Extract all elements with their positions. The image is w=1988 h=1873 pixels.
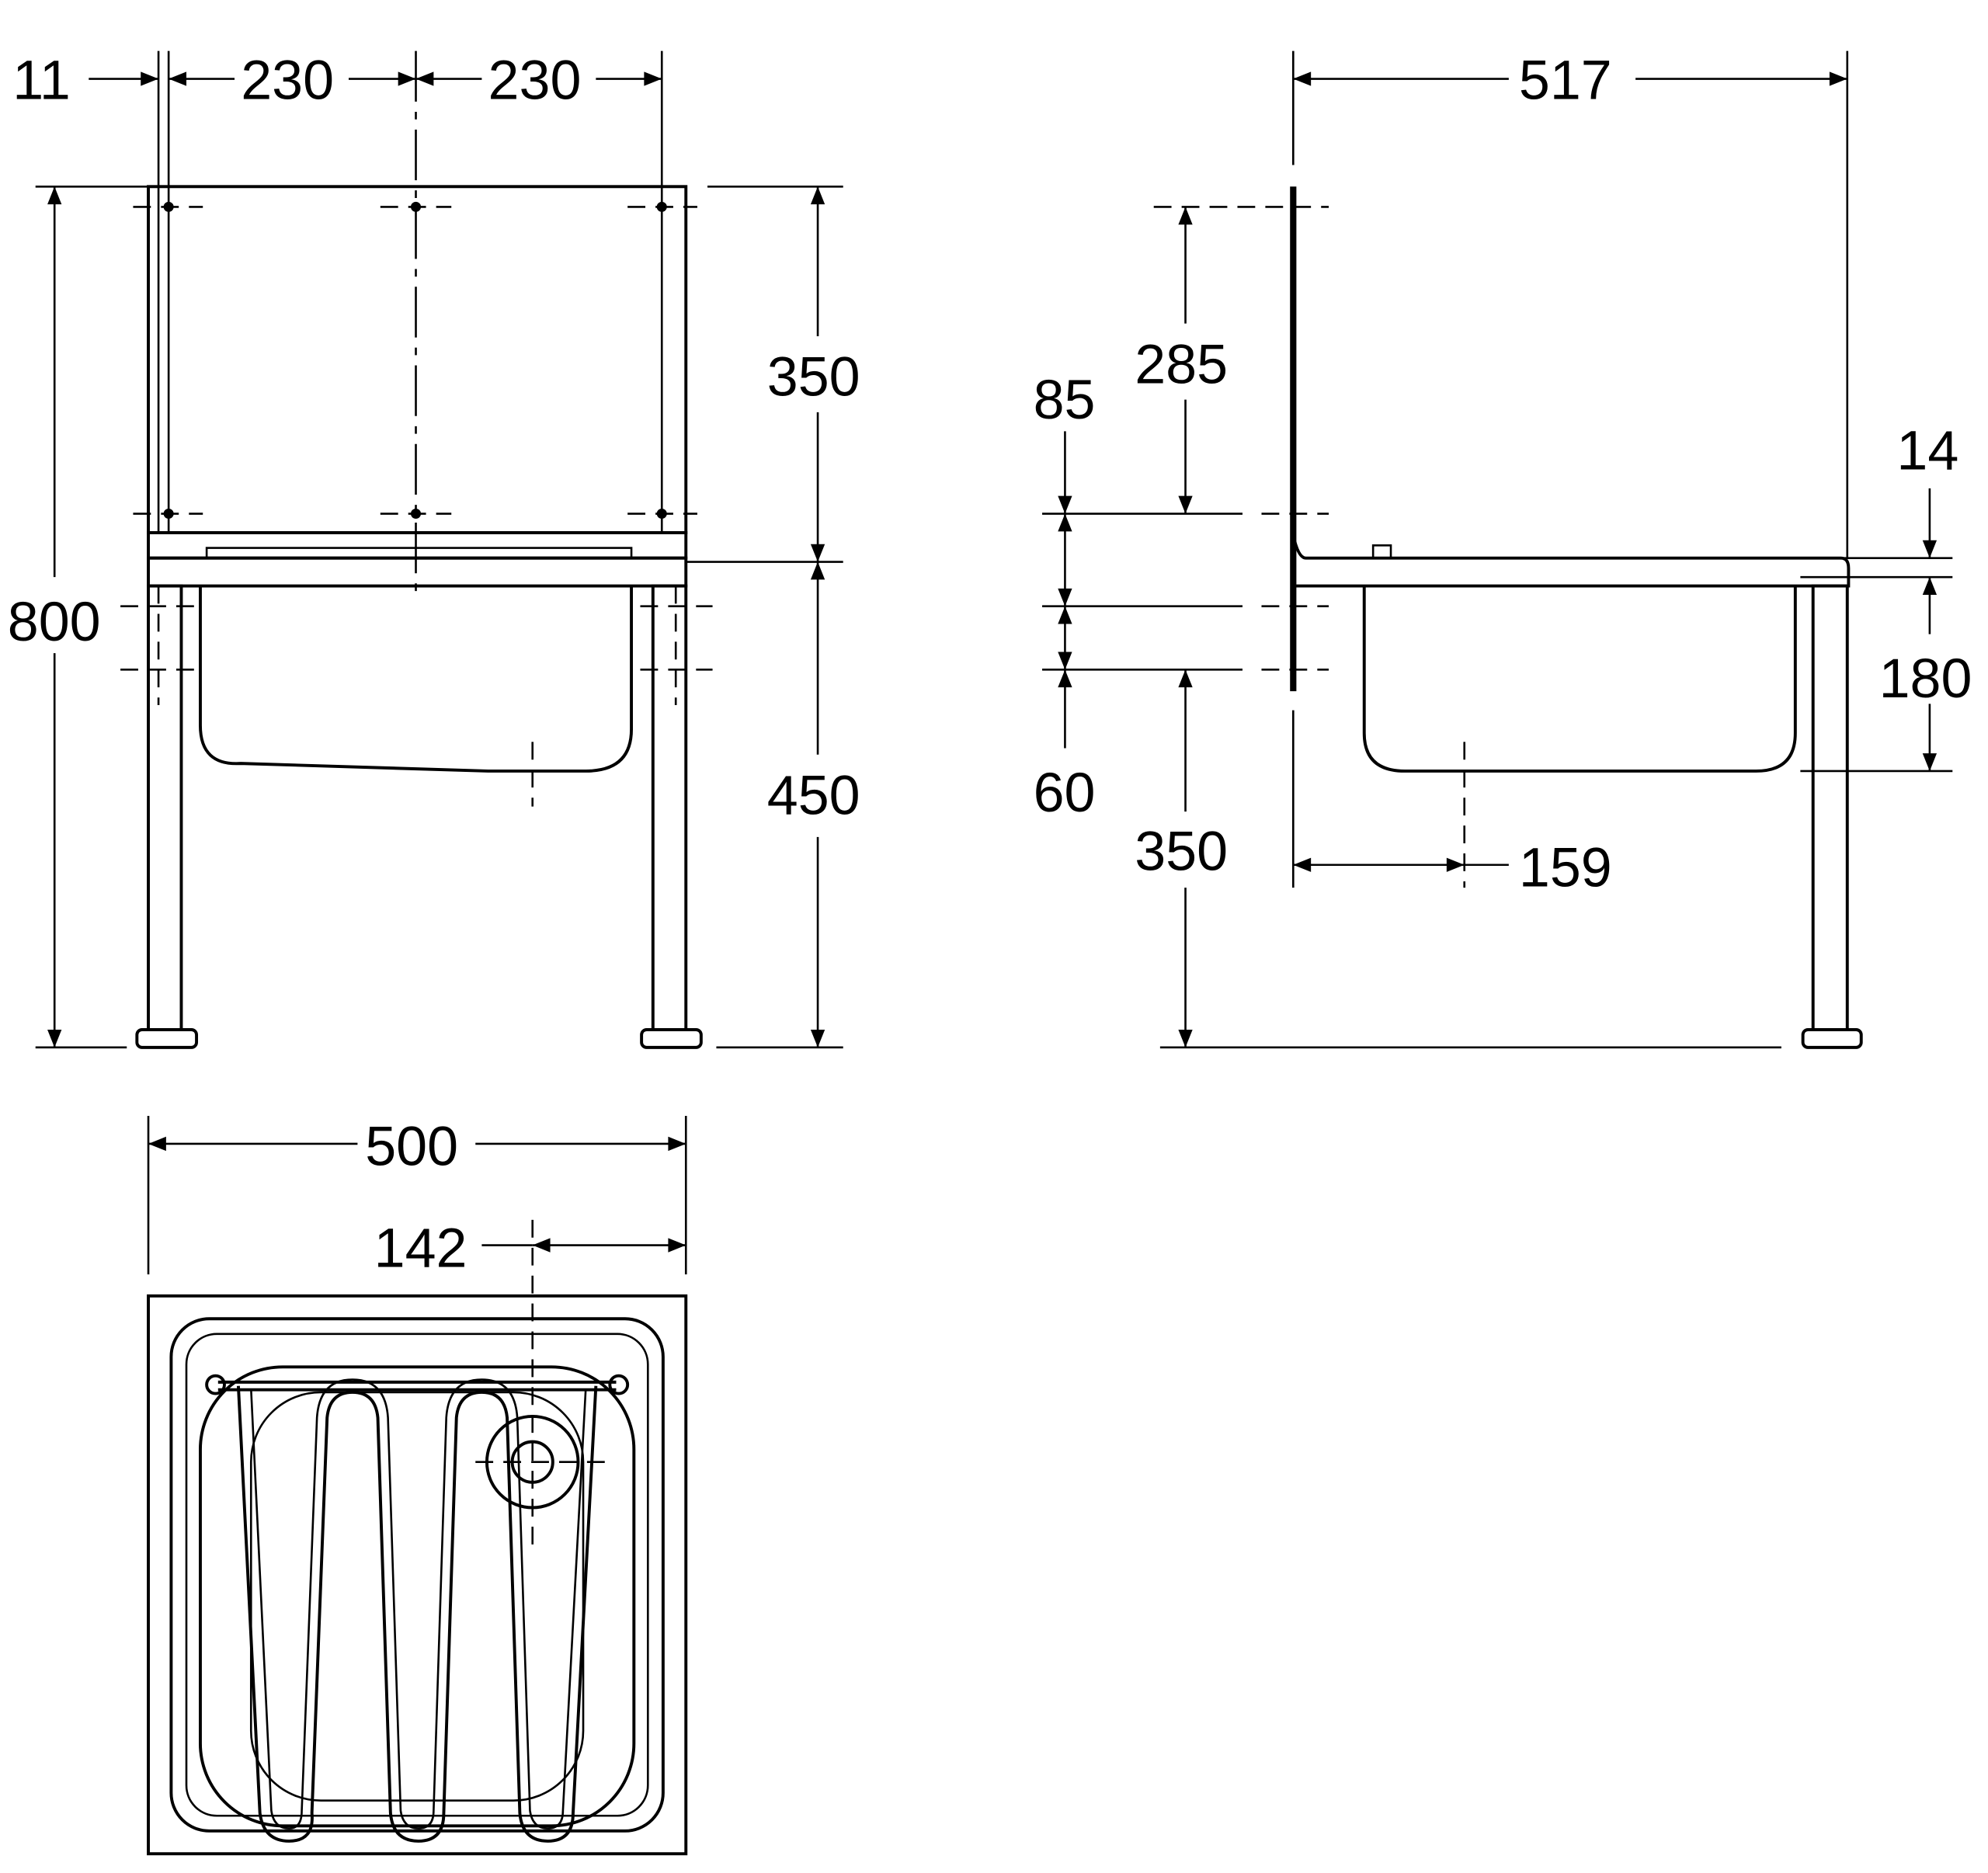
dim-350-floor: 350 (1135, 820, 1228, 882)
dim-159: 159 (1519, 837, 1612, 899)
drain (485, 1415, 580, 1510)
dim-11: 11 (12, 50, 71, 112)
dim-14: 14 (1896, 419, 1958, 481)
leg-right (640, 584, 703, 1049)
dim-142: 142 (374, 1217, 467, 1279)
dim-60: 60 (1034, 762, 1096, 824)
mounting-holes (133, 201, 697, 520)
leg (1801, 584, 1863, 1049)
leg-left (135, 584, 199, 1049)
front-view: 11 230 230 800 350 450 (8, 50, 860, 1049)
dim-800: 800 (8, 591, 101, 653)
top-view: 500 142 (147, 1116, 688, 1856)
dim-350-backsplash: 350 (767, 346, 860, 408)
dim-85: 85 (1034, 369, 1096, 431)
dim-450: 450 (767, 764, 860, 826)
dim-285: 285 (1135, 333, 1228, 395)
wire-grate (205, 1374, 630, 1843)
dim-517: 517 (1519, 50, 1612, 112)
dim-500: 500 (365, 1116, 458, 1178)
dim-230-right: 230 (488, 50, 582, 112)
side-view: 517 285 85 60 350 159 14 180 (1034, 50, 1972, 1049)
dim-180: 180 (1879, 648, 1972, 710)
dim-230-left: 230 (241, 50, 334, 112)
